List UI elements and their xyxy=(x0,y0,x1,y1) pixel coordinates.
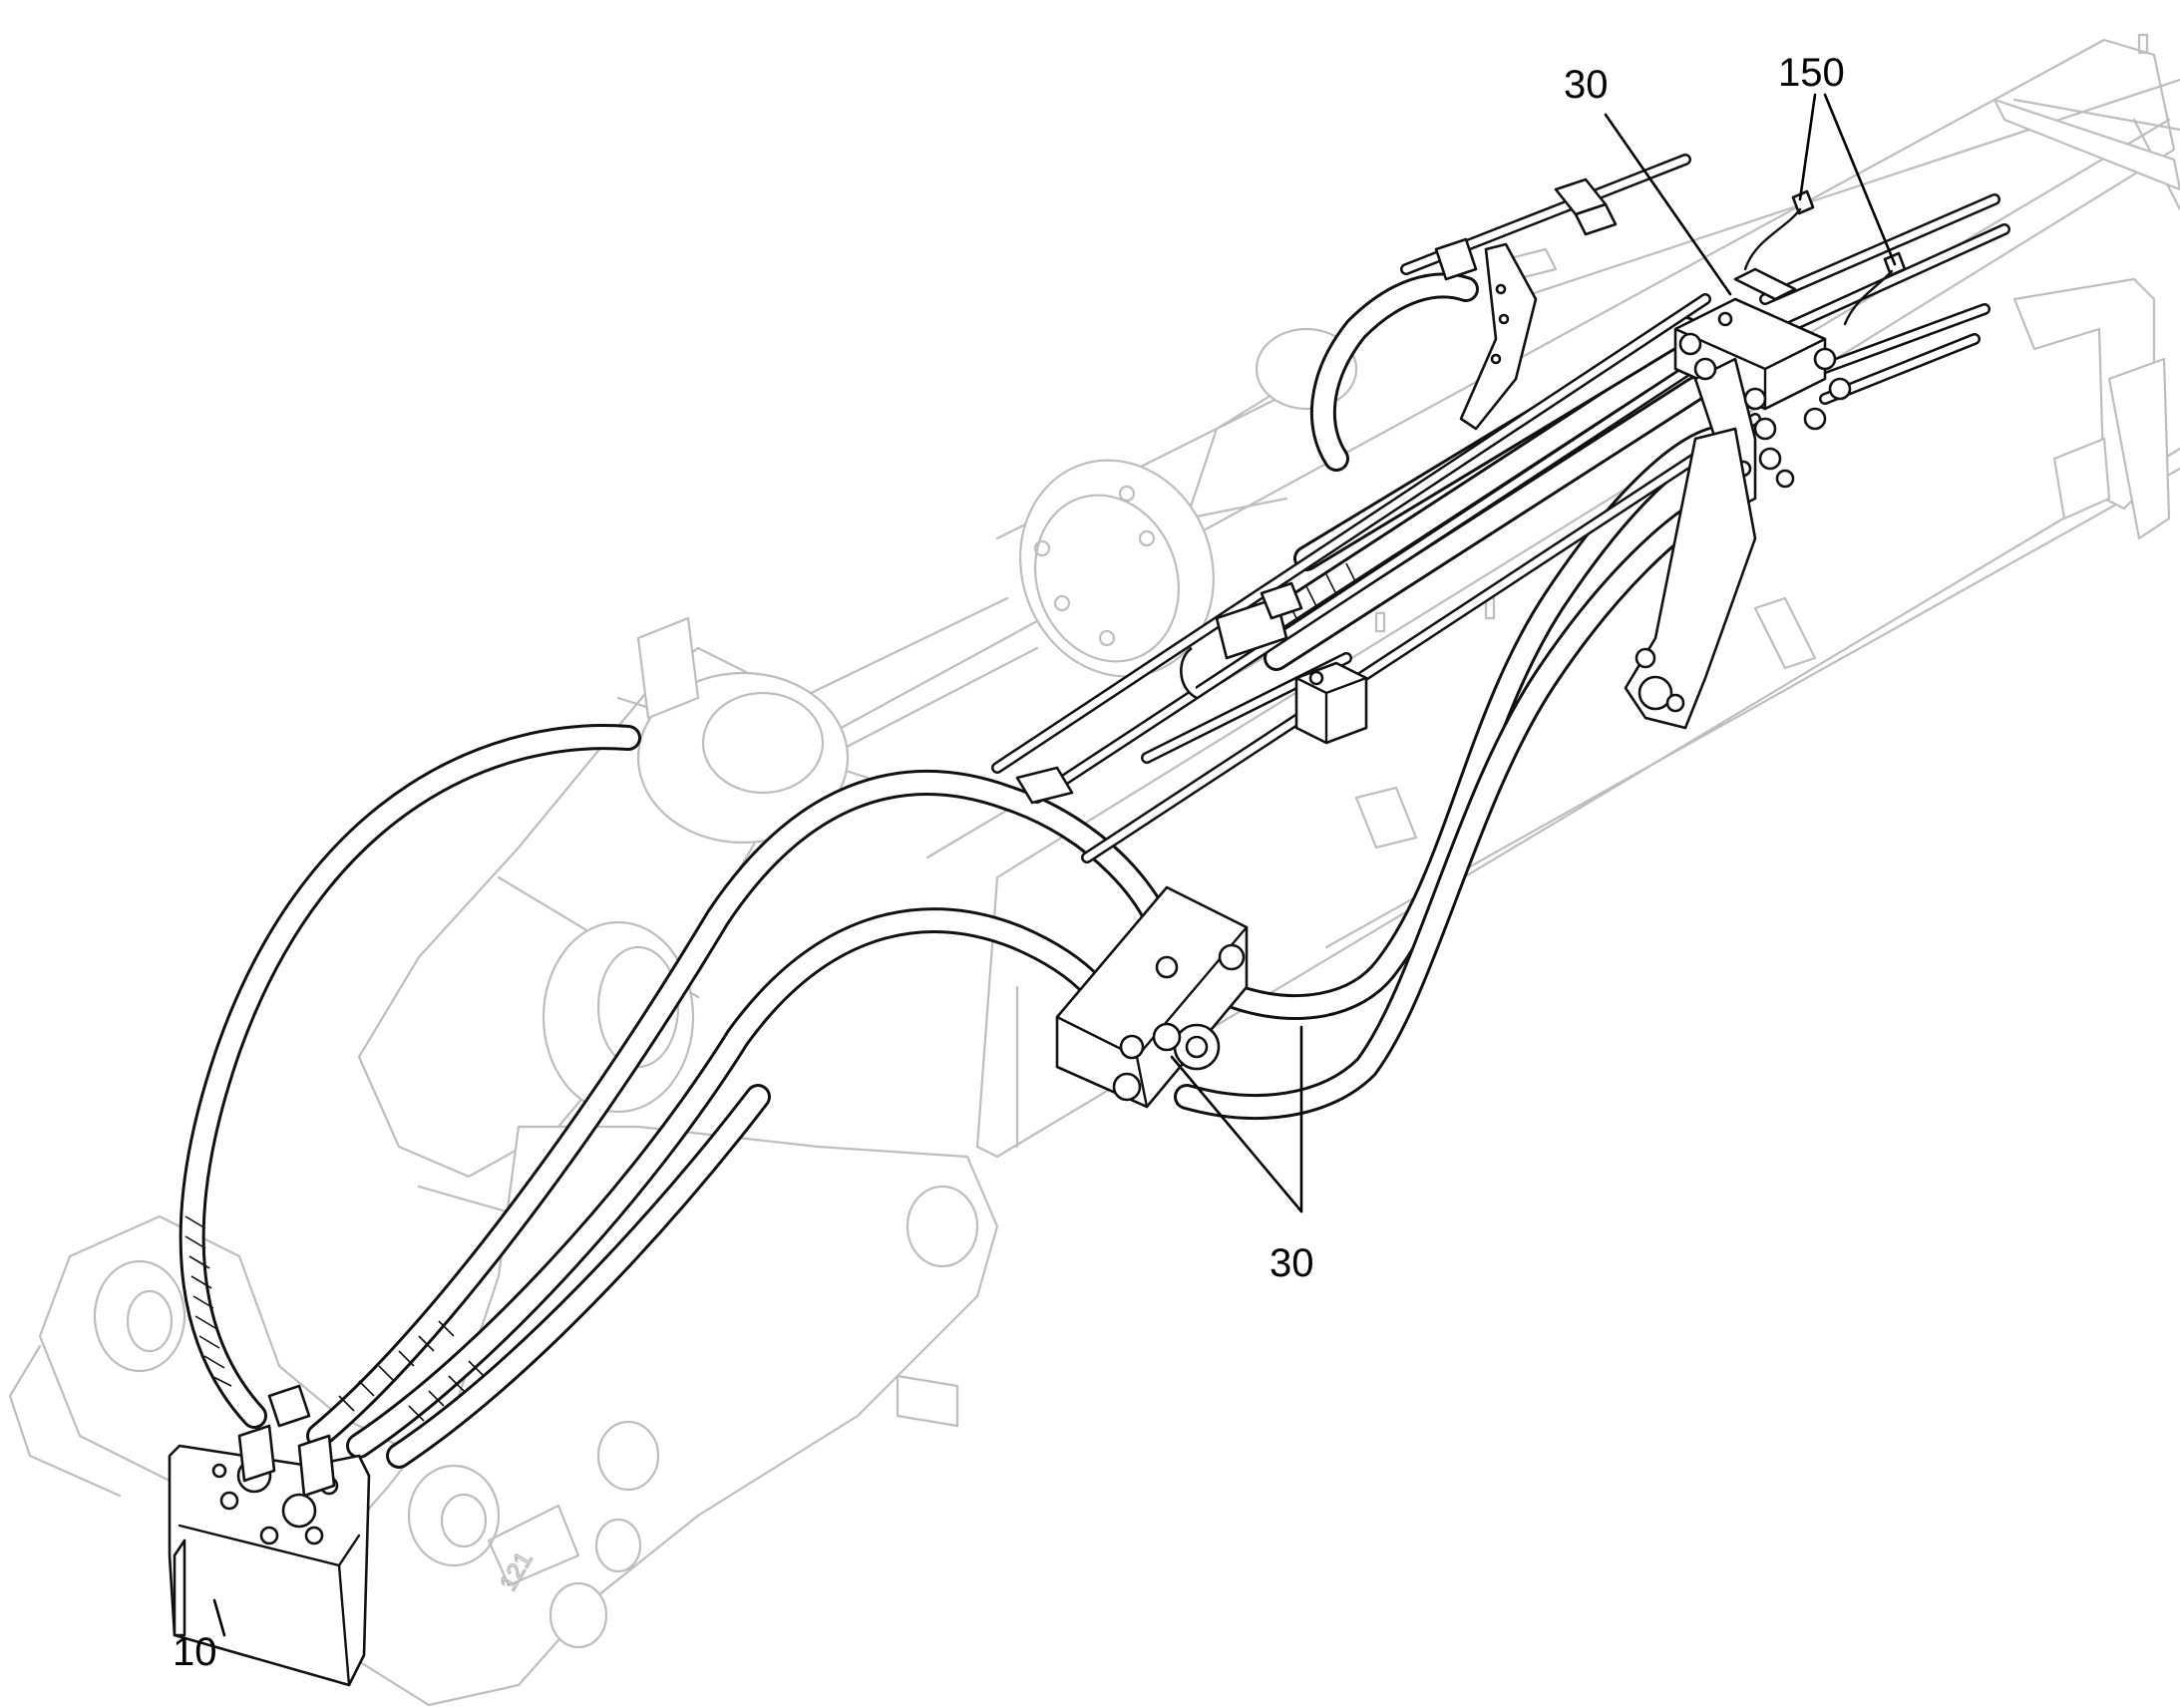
lower-arm-bracket xyxy=(1624,427,1757,730)
callout-leaders xyxy=(212,93,1897,1637)
leader-pipe-connector-b xyxy=(1823,93,1897,266)
ghosted-dipper-arm xyxy=(766,33,2180,1159)
leader-quick-coupler xyxy=(212,1598,226,1637)
callout-pipe-connectors: 150 xyxy=(1778,51,1845,95)
callout-quick-coupler: 10 xyxy=(173,1630,217,1674)
callout-hoses-bottom: 30 xyxy=(1270,1241,1314,1285)
top-manifold-block xyxy=(1673,267,1852,511)
callout-labels: 30 150 30 10 xyxy=(173,51,1845,1674)
leader-pipe-connector-a xyxy=(1798,93,1817,201)
hydraulic-hoses xyxy=(179,272,1738,1469)
leader-hose-a xyxy=(1170,1055,1303,1213)
ghosted-linkage xyxy=(357,616,870,1228)
hose-clamp-block xyxy=(1015,766,1249,1109)
arm-bracket-plate xyxy=(2012,277,2156,511)
upper-bracket xyxy=(1434,177,1618,431)
pipe-connectors xyxy=(1743,189,1907,326)
middle-pipe-clamp xyxy=(1180,581,1368,745)
leader-hose-clamp-top xyxy=(1604,113,1732,296)
quick-coupler-block xyxy=(168,1384,371,1687)
callout-hose-clamp-top: 30 xyxy=(1564,63,1609,107)
arm-plate xyxy=(1993,98,2180,191)
rigid-pipes xyxy=(991,154,2010,863)
